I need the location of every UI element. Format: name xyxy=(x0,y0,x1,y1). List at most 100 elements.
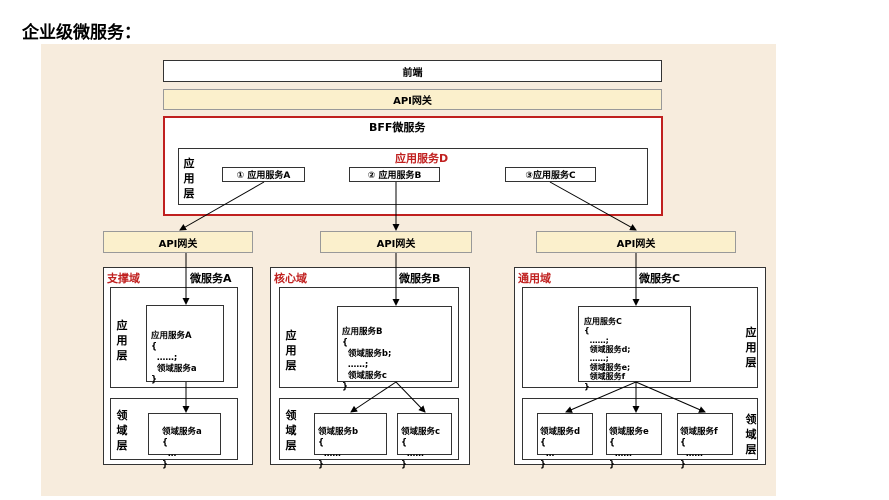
app-service-b xyxy=(337,306,452,382)
bff-title: BFF微服务 xyxy=(369,121,426,134)
code-line: … xyxy=(162,449,177,459)
microservice-b-label: 微服务B xyxy=(399,272,441,285)
code-line: 领域服务c xyxy=(401,427,441,437)
arrow-app-b-to-domain-c xyxy=(395,381,426,413)
code-line: { xyxy=(401,438,408,448)
code-line: } xyxy=(162,460,169,470)
microservice-c-label: 微服务C xyxy=(639,272,681,285)
code-line: { xyxy=(540,438,547,448)
domain-a-label: 支撑域 xyxy=(107,272,140,285)
domain-service-a-code: 领域服务a{ …} xyxy=(162,416,202,482)
app-service-a xyxy=(146,305,224,382)
gateway-b: API网关 xyxy=(320,231,472,253)
code-line: 领域服务e; xyxy=(584,363,631,373)
code-line: 领域服务e xyxy=(609,427,649,437)
arrow-app-c-to-domain-f xyxy=(635,381,706,413)
domain-b-label: 核心域 xyxy=(274,272,307,285)
bff-item-c: ③应用服务C xyxy=(505,167,596,182)
code-line: ……; xyxy=(584,354,609,364)
code-line: { xyxy=(584,326,590,336)
code-line: ……; xyxy=(151,353,178,363)
code-line: 领域服务d xyxy=(540,427,581,437)
domain-service-a xyxy=(148,413,221,455)
domain-b-app-layer-label: 应用层 xyxy=(285,329,297,372)
arrow-bff-c-to-gateway-c xyxy=(549,181,637,231)
domain-service-e-code: 领域服务e{ ……} xyxy=(609,416,649,482)
code-line: 领域服务b xyxy=(318,427,359,437)
arrow-bff-a-to-gateway-a xyxy=(179,181,265,231)
app-service-c-code: 应用服务C{ ……; 领域服务d; ……; 领域服务e; 领域服务f} xyxy=(584,308,631,400)
code-line: } xyxy=(609,460,616,470)
code-line: { xyxy=(318,438,325,448)
arrow-app-b-to-domain-b xyxy=(350,381,397,413)
domain-c-domain-layer-label: 领域层 xyxy=(745,413,757,456)
code-line: … xyxy=(540,449,555,459)
code-line: …… xyxy=(609,449,632,459)
frontend-label: 前端 xyxy=(402,67,423,79)
top-api-gateway: API网关 xyxy=(163,89,662,110)
code-line: 应用服务A xyxy=(151,331,192,341)
code-line: { xyxy=(680,438,687,448)
frontend-box: 前端 xyxy=(163,60,662,82)
domain-service-e xyxy=(606,413,662,455)
bff-item-b-label: ② 应用服务B xyxy=(367,171,422,181)
app-service-c xyxy=(578,306,691,382)
code-line: …… xyxy=(318,449,341,459)
code-line: 领域服务d; xyxy=(584,344,631,354)
page-title: 企业级微服务： xyxy=(22,23,141,43)
code-line: 应用服务B xyxy=(342,327,383,337)
bff-item-c-label: ③应用服务C xyxy=(525,171,576,181)
code-line: 领域服务a xyxy=(151,364,197,374)
code-line: 领域服务f xyxy=(680,427,718,437)
code-line: 领域服务a xyxy=(162,427,202,437)
code-line: 领域服务c xyxy=(342,371,387,381)
domain-a-domain-layer-label: 领域层 xyxy=(116,409,128,452)
gateway-c-label: API网关 xyxy=(616,238,656,250)
domain-c-app-layer-label: 应用层 xyxy=(745,326,757,369)
domain-b-domain-layer-label: 领域层 xyxy=(285,409,297,452)
domain-service-f xyxy=(677,413,733,455)
app-service-b-code: 应用服务B{ 领域服务b; ……; 领域服务c} xyxy=(342,316,391,404)
gateway-b-label: API网关 xyxy=(376,238,416,250)
code-line: } xyxy=(540,460,547,470)
code-line: ……; xyxy=(584,335,609,345)
bff-service-d-title: 应用服务D xyxy=(395,152,449,165)
code-line: { xyxy=(609,438,616,448)
code-line: } xyxy=(318,460,325,470)
code-line: { xyxy=(151,342,158,352)
domain-service-c-code: 领域服务c{ ……} xyxy=(401,416,440,482)
code-line: 领域服务b; xyxy=(342,349,392,359)
code-line: } xyxy=(680,460,687,470)
code-line: } xyxy=(342,382,349,392)
bff-item-a: ① 应用服务A xyxy=(222,167,305,182)
bff-layer-label: 应用层 xyxy=(183,157,195,200)
code-line: } xyxy=(401,460,408,470)
domain-service-b-code: 领域服务b{ ……} xyxy=(318,416,358,482)
code-line: { xyxy=(162,438,169,448)
gateway-a: API网关 xyxy=(103,231,253,253)
code-line: …… xyxy=(401,449,424,459)
gateway-c: API网关 xyxy=(536,231,736,253)
bff-item-a-label: ① 应用服务A xyxy=(236,171,291,181)
code-line: ……; xyxy=(342,360,369,370)
microservice-a-label: 微服务A xyxy=(190,272,232,285)
code-line: } xyxy=(151,375,158,385)
domain-service-d-code: 领域服务d{ …} xyxy=(540,416,580,482)
gateway-a-label: API网关 xyxy=(158,238,198,250)
domain-service-b xyxy=(314,413,387,455)
code-line: { xyxy=(342,338,349,348)
code-line: 领域服务f xyxy=(584,372,626,382)
domain-a-app-layer-label: 应用层 xyxy=(116,319,128,362)
domain-service-f-code: 领域服务f{ ……} xyxy=(680,416,718,482)
domain-service-d xyxy=(537,413,593,455)
domain-service-c xyxy=(397,413,452,455)
code-line: …… xyxy=(680,449,703,459)
domain-c-label: 通用域 xyxy=(518,272,551,285)
app-service-a-code: 应用服务A{ ……; 领域服务a} xyxy=(151,320,197,397)
code-line: 应用服务C xyxy=(584,317,622,327)
code-line: } xyxy=(584,381,590,391)
arrow-app-c-to-domain-d xyxy=(565,381,637,413)
top-api-gateway-label: API网关 xyxy=(393,96,432,107)
bff-item-b: ② 应用服务B xyxy=(349,167,440,182)
